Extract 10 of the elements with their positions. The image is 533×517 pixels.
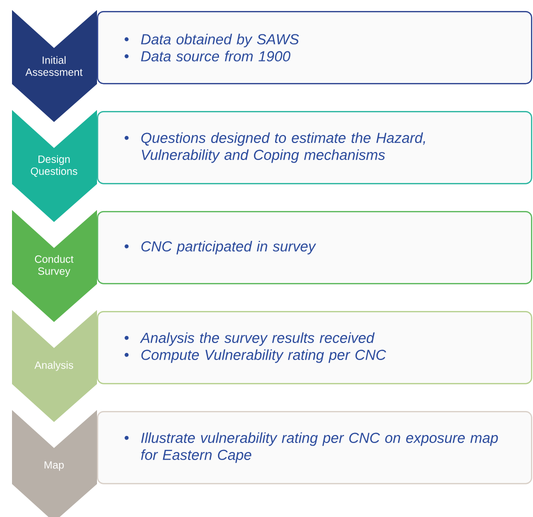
chevron-step: Design Questions [12, 110, 97, 222]
chevron-step: Map [12, 410, 97, 517]
chevron-step: Analysis [12, 310, 97, 422]
step-box: Questions designed to estimate the Hazard, Vulnerability and Coping mechanisms [97, 111, 532, 184]
step-box: Analysis the survey results received Compute Vulnerability rating per CNC [97, 311, 532, 384]
step-box: CNC participated in survey [97, 211, 532, 284]
step-box: Data obtained by SAWS Data source from 1900 [97, 11, 532, 84]
step-box: Illustrate vulnerability rating per CNC on exposure map for Eastern Cape [97, 411, 532, 484]
chevron-step: Conduct Survey [12, 210, 97, 322]
chevron-step: Initial Assessment [12, 10, 97, 122]
